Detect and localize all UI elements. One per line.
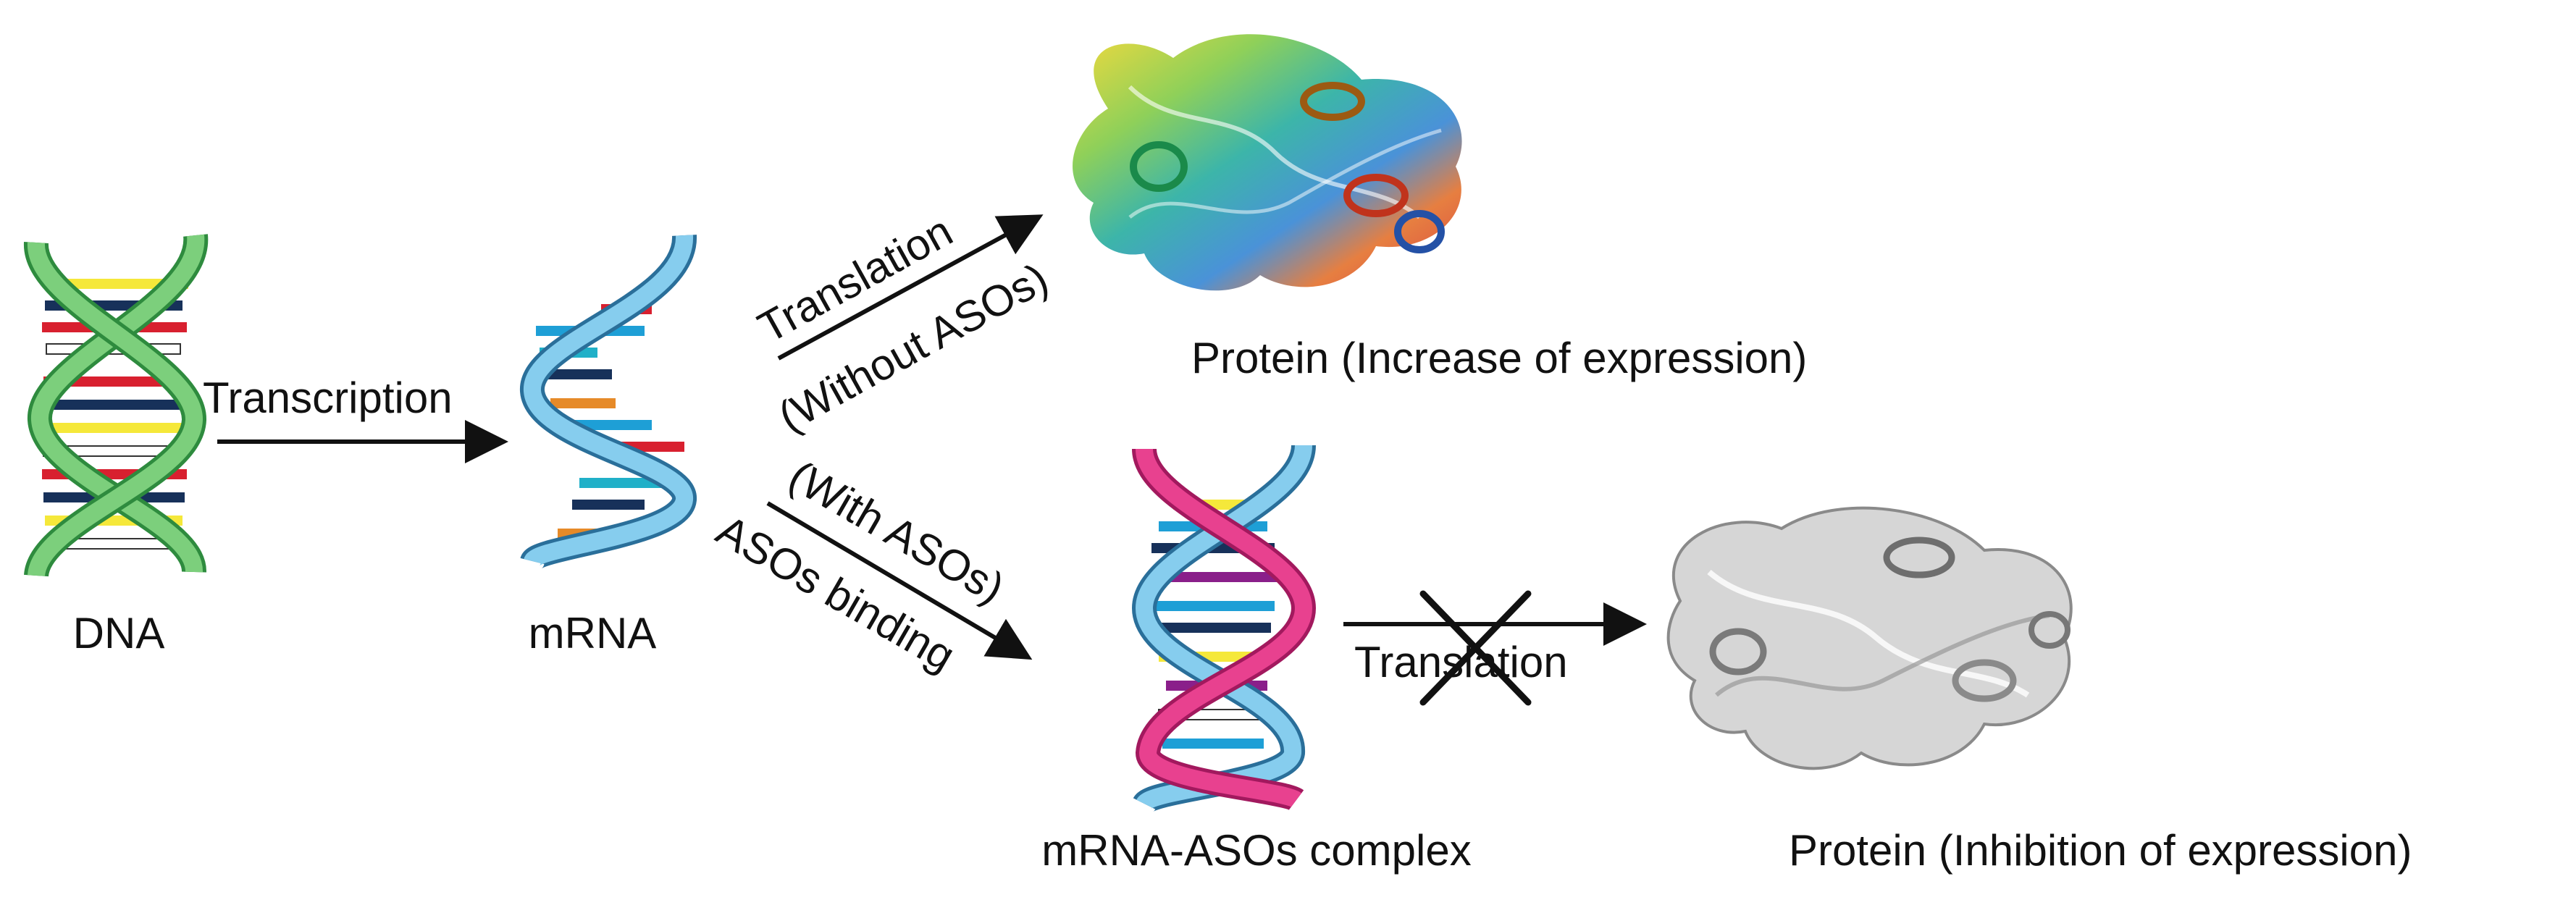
asos-binding-arrow xyxy=(766,501,1033,660)
complex-label: mRNA-ASOs complex xyxy=(1041,826,1471,875)
transcription-label: Transcription xyxy=(203,374,453,422)
mrna-asos-complex-icon xyxy=(1131,444,1317,813)
translation-arrow-upper xyxy=(777,214,1044,361)
protein-inhibition-label: Protein (Inhibition of expression) xyxy=(1789,826,2412,875)
mrna-label: mRNA xyxy=(529,609,657,657)
protein-increase-label: Protein (Increase of expression) xyxy=(1191,334,1807,382)
cross-mark-icon xyxy=(1419,590,1532,706)
protein-ribbon-icon xyxy=(1073,34,1462,291)
mrna-helix-icon xyxy=(520,235,697,570)
dna-helix-icon xyxy=(24,234,209,578)
protein-gray-ribbon-icon xyxy=(1666,506,2073,770)
dna-label: DNA xyxy=(73,609,165,657)
